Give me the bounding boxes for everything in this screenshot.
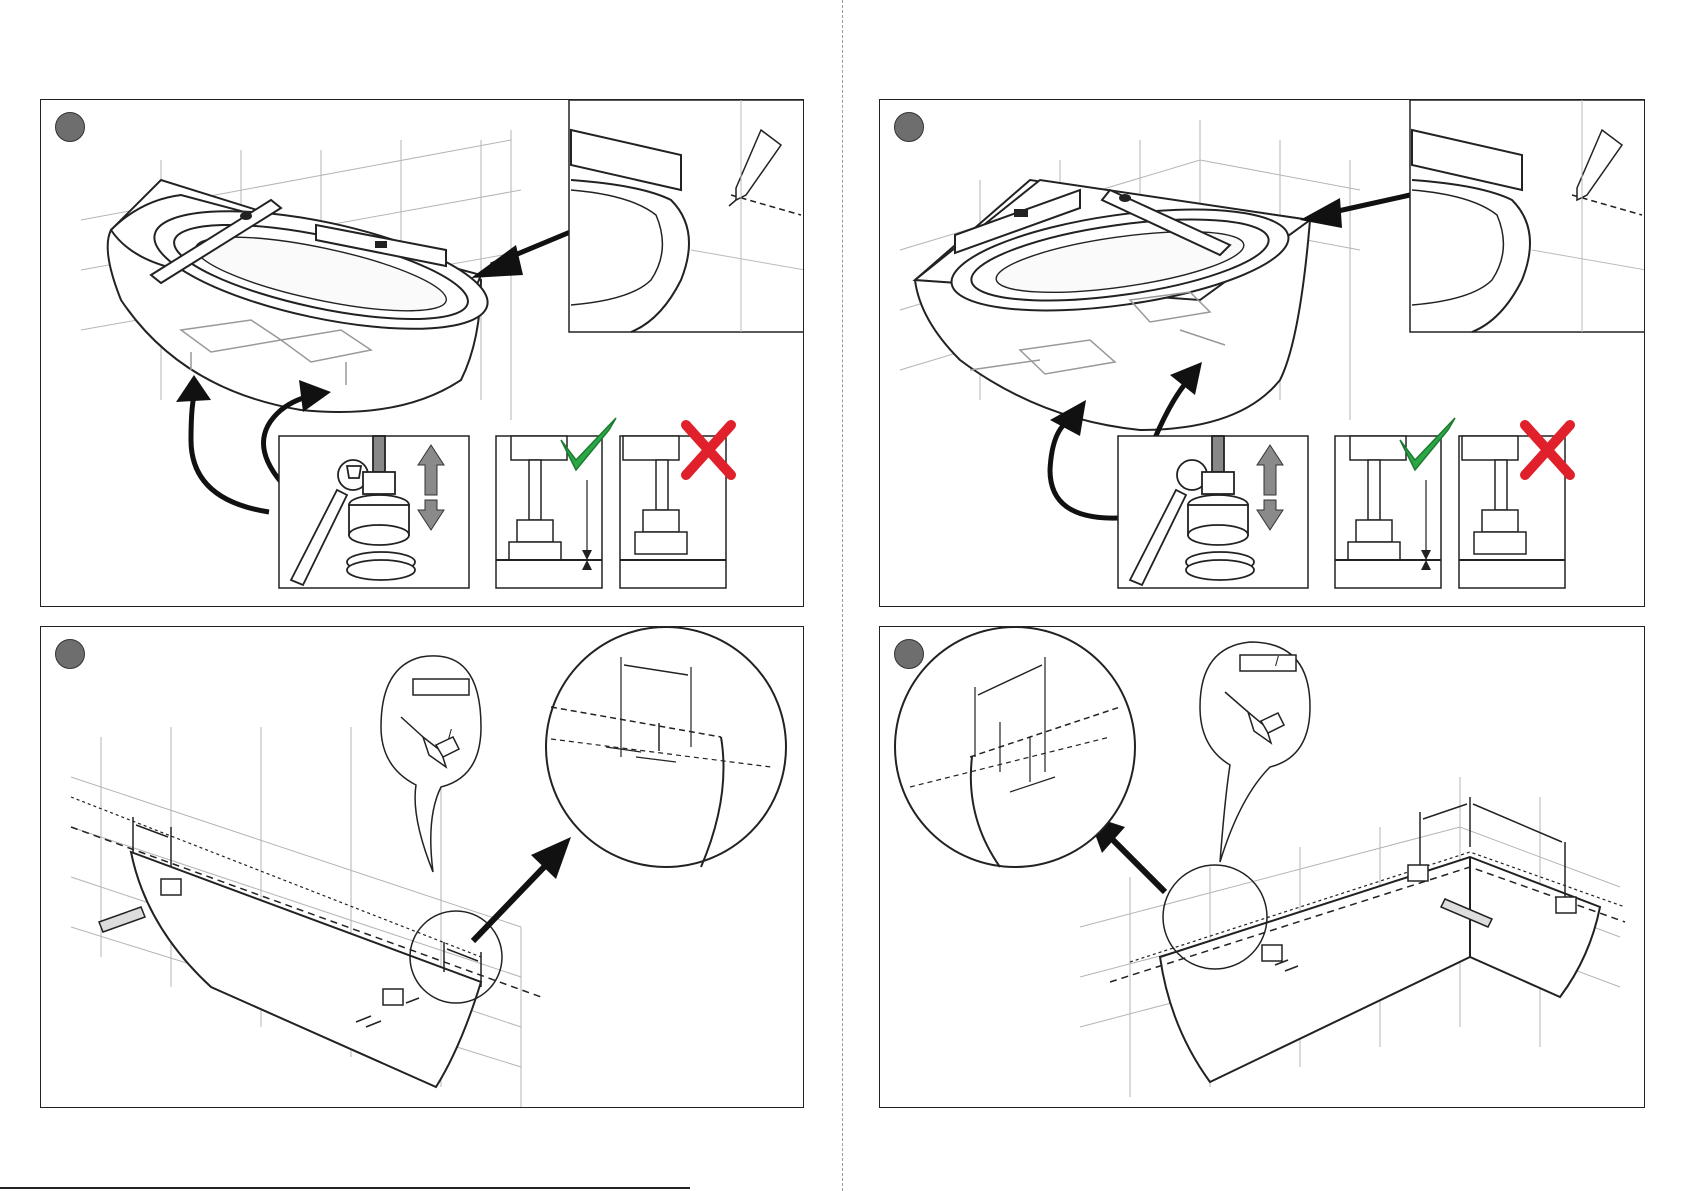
drill-callout [381,656,481,872]
pointer-arrow [473,837,571,941]
bathtub [915,180,1310,430]
step-1-illustration [41,100,804,607]
foot-adjust-detail [279,436,469,588]
step-4-panel [879,626,1645,1108]
bathtub [108,180,498,412]
tub-profile [1160,857,1600,1082]
tub-profile [131,852,481,1087]
step-3-illustration [41,627,804,1108]
rotate-arrow-icon [1186,552,1254,580]
pencil-mark-detail [1410,100,1645,332]
magnified-detail [546,627,786,867]
pointer-arrow [1300,195,1410,228]
step-marker [55,639,85,669]
wrong-height-detail [620,425,731,588]
bottom-rule [0,1187,690,1189]
step-marker [55,112,85,142]
drill-callout [1200,642,1310,862]
wrong-height-detail [1459,425,1570,588]
foot-adjust-detail [1118,436,1308,588]
step-4-illustration [880,627,1645,1108]
step-marker [894,639,924,669]
pencil-mark-detail [569,100,804,332]
dowel-icon [99,907,145,932]
rotate-arrow-icon [347,552,415,580]
step-2-illustration [880,100,1645,607]
drill-tag-label: / [425,726,475,742]
step-2-panel [879,99,1645,607]
step-3-panel [40,626,804,1108]
magnified-detail [895,627,1135,867]
correct-height-detail [1335,418,1455,588]
step-marker [894,112,924,142]
correct-height-detail [496,418,616,588]
fold-line [842,0,843,1191]
step-1-panel [40,99,804,607]
drill-tag-label: / [1252,653,1302,669]
